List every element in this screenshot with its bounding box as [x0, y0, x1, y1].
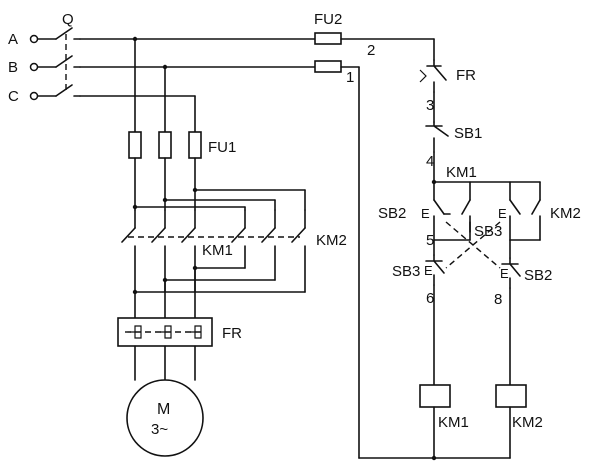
- fu2-fuse-top: [314, 32, 342, 45]
- fuses-fu1: FU1: [128, 131, 236, 211]
- svg-text:E: E: [424, 263, 433, 278]
- svg-text:E: E: [500, 266, 509, 281]
- breaker-q: Q: [55, 11, 81, 97]
- km1-aux-label: KM1: [446, 164, 477, 181]
- fuses-fu2: FU2 2 1: [314, 11, 435, 459]
- node-2: 2: [367, 42, 375, 59]
- node-5: 5: [426, 232, 434, 249]
- fu2-fuse-bottom: [314, 60, 342, 73]
- km1-coil-label: KM1: [438, 414, 469, 431]
- node-4: 4: [426, 153, 434, 170]
- svg-text:E: E: [420, 128, 429, 143]
- fu1-label: FU1: [208, 139, 236, 156]
- fu1-fuse-l1: [128, 131, 142, 159]
- phase-label-c: C: [8, 88, 19, 105]
- busbars: [79, 36, 316, 97]
- fu1-fuse-l2: [158, 131, 172, 159]
- terminal-a: [29, 34, 39, 44]
- sb2-label-right: SB2: [524, 267, 552, 284]
- node-8: 8: [494, 291, 502, 308]
- thermal-relay-fr: FR: [117, 317, 242, 381]
- km2-aux-label: KM2: [550, 205, 581, 222]
- reversing-wiring: [132, 187, 306, 211]
- power-lines: [134, 38, 196, 133]
- node-3: 3: [426, 97, 434, 114]
- sb2-label-left: SB2: [378, 205, 406, 222]
- km2-main-contacts: KM2: [231, 209, 347, 293]
- km1-coil: [419, 384, 451, 408]
- fr-label: FR: [222, 325, 242, 342]
- sb1-label: SB1: [454, 125, 482, 142]
- km2-coil: [495, 384, 527, 408]
- terminal-b: [29, 62, 39, 72]
- phase-inputs: A B C: [8, 31, 57, 105]
- motor-symbol: [126, 379, 204, 457]
- breaker-label: Q: [62, 11, 74, 28]
- motor-phase: 3~: [151, 421, 168, 438]
- output-wiring: [132, 265, 306, 319]
- motor: M 3~: [126, 379, 204, 457]
- svg-text:E: E: [498, 206, 507, 221]
- node-6: 6: [426, 290, 434, 307]
- fu1-fuse-l3: [188, 131, 202, 159]
- svg-text:E: E: [421, 206, 430, 221]
- km1-main-label: KM1: [202, 242, 233, 259]
- fu2-label: FU2: [314, 11, 342, 28]
- phase-label-a: A: [8, 31, 18, 48]
- km2-coil-label: KM2: [512, 414, 543, 431]
- node-1: 1: [346, 69, 354, 86]
- km2-main-label: KM2: [316, 232, 347, 249]
- phase-label-b: B: [8, 59, 18, 76]
- fr-contact-label: FR: [456, 67, 476, 84]
- control-circuit: FR 3 E SB1 4 KM1 E SB2 5 E KM2: [358, 38, 581, 461]
- motor-letter: M: [157, 401, 170, 418]
- sb3-label-left: SB3: [392, 263, 420, 280]
- terminal-c: [29, 91, 39, 101]
